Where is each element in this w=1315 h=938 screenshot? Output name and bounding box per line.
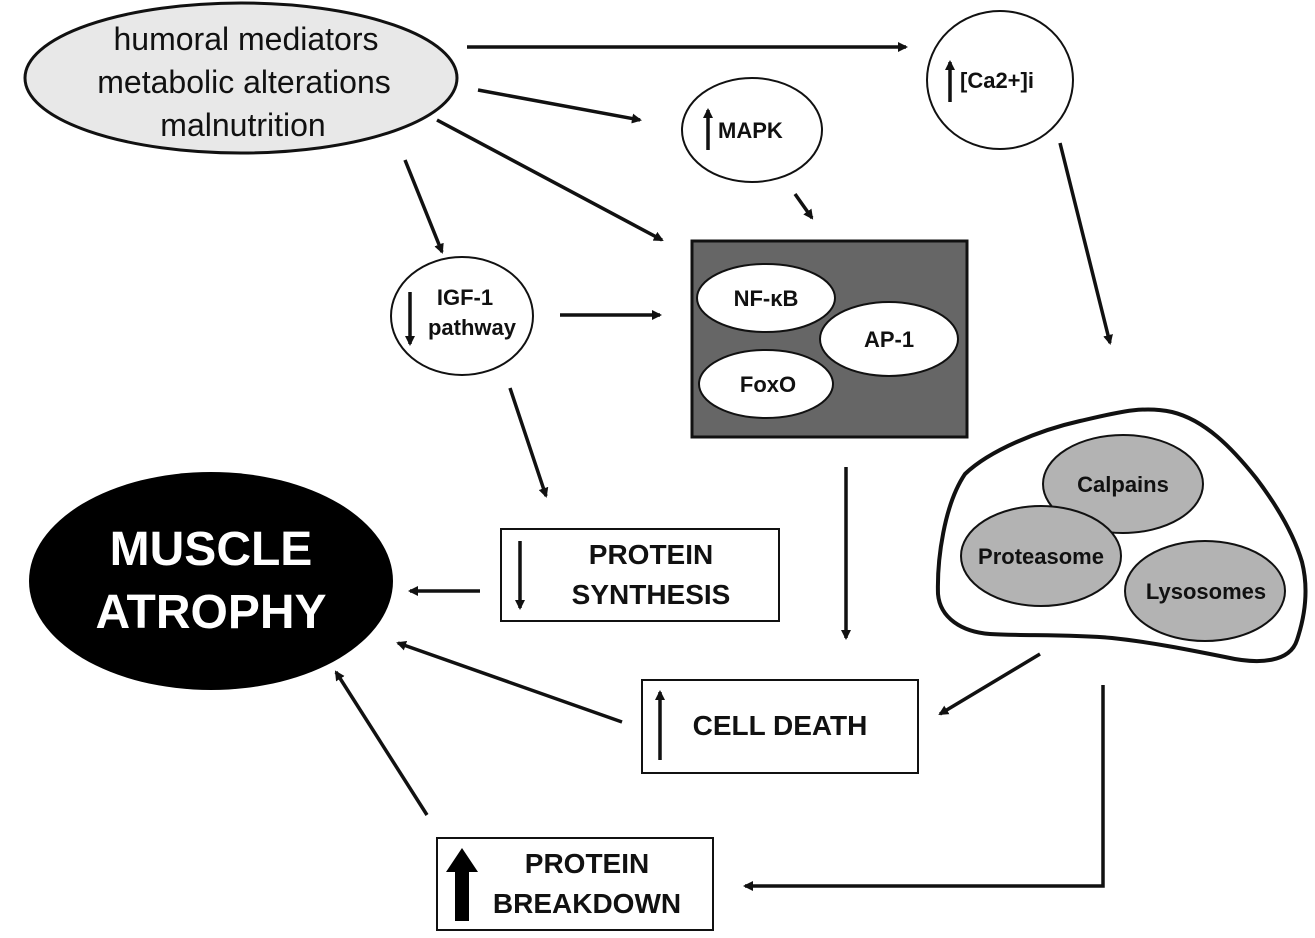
igf1-line-2: pathway — [428, 315, 517, 340]
calcium-node: [Ca2+]i — [926, 10, 1074, 150]
muscle-atrophy-node: MUSCLE ATROPHY — [29, 472, 393, 690]
muscle-atrophy-line-2: ATROPHY — [95, 586, 326, 639]
calpains-label: Calpains — [1077, 472, 1169, 497]
arrow-causes-to-igf1 — [403, 159, 444, 254]
protease-systems-cell: Calpains Proteasome Lysosomes — [935, 407, 1308, 664]
arrow-causes-to-box — [436, 118, 664, 242]
protein-breakdown-line-1: PROTEIN — [525, 848, 649, 879]
ap1-node: AP-1 — [819, 301, 959, 377]
protein-breakdown-node: PROTEIN BREAKDOWN — [436, 837, 714, 931]
proteasome-label: Proteasome — [978, 544, 1104, 569]
arrow-breakdown-to-atrophy — [334, 670, 429, 816]
arrow-mapk-to-box — [793, 192, 814, 220]
arrow-celldeath-to-atrophy — [396, 640, 623, 724]
lysosomes-node: Lysosomes — [1124, 540, 1286, 642]
cell-death-label: CELL DEATH — [693, 710, 868, 741]
causes-line-3: malnutrition — [160, 107, 325, 143]
causes-line-1: humoral mediators — [114, 21, 379, 57]
lysosomes-label: Lysosomes — [1146, 579, 1266, 604]
mapk-label: MAPK — [718, 118, 783, 143]
protein-breakdown-up-arrow-icon — [446, 848, 478, 921]
transcription-factor-box: NF-κB AP-1 FoxO — [690, 239, 969, 439]
arrows — [334, 42, 1113, 891]
arrow-igf1-to-synthesis — [508, 387, 549, 498]
calpains-node: Calpains — [1042, 434, 1204, 534]
nfkb-node: NF-κB — [696, 263, 836, 333]
foxo-label: FoxO — [740, 372, 796, 397]
foxo-node: FoxO — [698, 349, 834, 419]
causes-line-2: metabolic alterations — [97, 64, 390, 100]
proteasome-node: Proteasome — [960, 505, 1122, 607]
muscle-atrophy-line-1: MUSCLE — [110, 523, 313, 576]
causes-node: humoral mediators metabolic alterations … — [23, 1, 459, 155]
igf1-line-1: IGF-1 — [437, 285, 493, 310]
protein-synthesis-line-1: PROTEIN — [589, 539, 713, 570]
ap1-label: AP-1 — [864, 327, 914, 352]
protein-synthesis-line-2: SYNTHESIS — [572, 579, 731, 610]
arrow-calcium-to-cell — [1058, 142, 1113, 345]
cell-death-node: CELL DEATH — [641, 679, 919, 774]
arrow-causes-to-mapk — [477, 88, 642, 124]
igf1-node: IGF-1 pathway — [390, 256, 534, 376]
arrow-cell-to-breakdown — [743, 685, 1105, 891]
mapk-node: MAPK — [681, 77, 823, 183]
protein-breakdown-line-2: BREAKDOWN — [493, 888, 681, 919]
arrow-cell-to-celldeath — [938, 652, 1041, 716]
calcium-label: [Ca2+]i — [960, 68, 1034, 93]
nfkb-label: NF-κB — [734, 286, 799, 311]
protein-synthesis-node: PROTEIN SYNTHESIS — [500, 528, 780, 622]
